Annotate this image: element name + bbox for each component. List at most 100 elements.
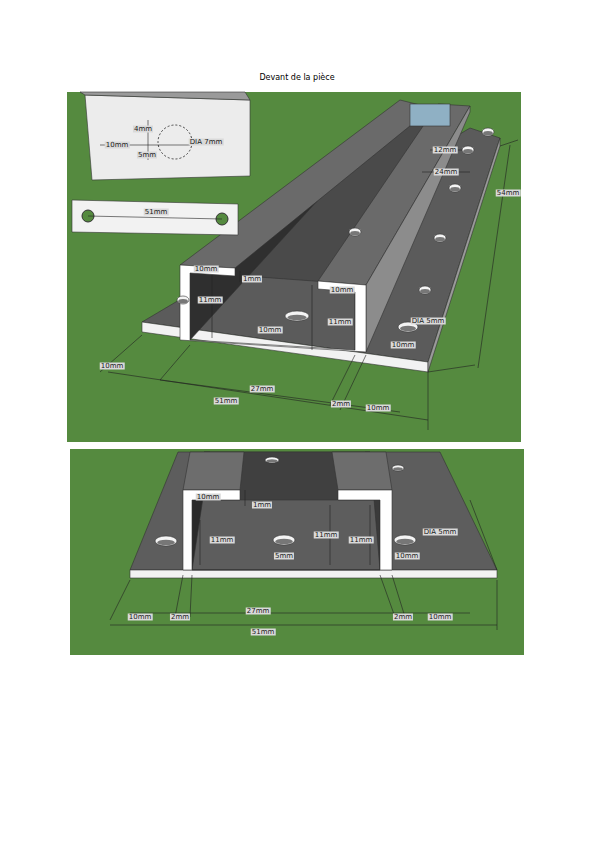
dimension-label: 10mm (391, 342, 416, 349)
mounting-hole (392, 465, 404, 471)
mounting-hole (482, 128, 494, 136)
dimension-line (428, 365, 475, 372)
dimension-label: 10mm (330, 287, 355, 294)
hole-shadow (393, 467, 403, 470)
dimension-label: 10mm (105, 142, 130, 149)
strip-inset (72, 200, 238, 235)
hole-outline (158, 125, 192, 159)
dimension-line (428, 372, 429, 430)
hole-shadow (420, 289, 430, 293)
dimension-label: DIA 7mm (189, 139, 224, 146)
dimension-label: 10mm (100, 363, 125, 370)
dimension-label: 2mm (170, 614, 190, 621)
u-profile-front (183, 490, 392, 570)
dimension-label: 10mm (428, 614, 453, 621)
dimension-line (370, 505, 371, 565)
dimension-label: 10mm (366, 405, 391, 412)
dimension-label: DIA 5mm (411, 318, 446, 325)
dimension-label: 51mm (214, 398, 239, 405)
dimension-line (500, 140, 518, 146)
channel-outer-wall (366, 106, 470, 352)
dimension-label: 51mm (144, 209, 169, 216)
dimension-line (100, 335, 142, 372)
hole-shadow (400, 326, 416, 332)
dimension-line (160, 380, 400, 412)
dimension-line (190, 575, 192, 617)
mounting-hole (155, 536, 177, 546)
dimension-line (88, 216, 222, 219)
mounting-hole (434, 234, 446, 242)
dimension-line (392, 575, 405, 617)
dimension-line (312, 285, 313, 350)
dimension-label: 51mm (251, 629, 276, 636)
dimension-line (212, 275, 213, 338)
mounting-hole (273, 535, 295, 545)
hole-shadow (275, 539, 293, 545)
detail-inset (85, 95, 250, 180)
dimension-line (380, 575, 395, 617)
hole-shadow (483, 131, 493, 135)
dimension-label: 2mm (393, 614, 413, 621)
dimension-line (478, 145, 510, 368)
hole-shadow (157, 540, 175, 546)
dimension-line (160, 345, 190, 380)
mounting-hole (462, 146, 474, 154)
background-panel (67, 92, 521, 442)
dimension-line (175, 575, 183, 617)
dimension-line (470, 500, 497, 570)
dimension-label: 10mm (128, 614, 153, 621)
mounting-hole (419, 286, 431, 294)
page-title: Devant de la pièce (259, 73, 334, 82)
dimension-line (497, 580, 498, 630)
dimension-label: 54mm (496, 190, 521, 197)
dimension-line (108, 372, 428, 420)
mounting-hole (349, 228, 361, 236)
hole-shadow (463, 149, 473, 153)
mounting-hole (265, 457, 279, 463)
dimension-label: 10mm (395, 553, 420, 560)
background-panel (70, 449, 524, 655)
hole-shadow (396, 539, 414, 545)
dimension-line (245, 490, 246, 506)
dimension-label: 10mm (196, 494, 221, 501)
hole-shadow (178, 299, 188, 303)
base-plate-side (428, 138, 500, 372)
base-plate-front (130, 570, 497, 578)
flange-top (183, 452, 244, 490)
dimension-label: 11mm (328, 319, 353, 326)
mounting-hole (394, 535, 416, 545)
dimension-label: 27mm (250, 386, 275, 393)
dimension-label: 27mm (246, 608, 271, 615)
dimension-label: 11mm (210, 537, 235, 544)
dimension-label: 5mm (274, 553, 294, 560)
dimension-label: 1mm (252, 502, 272, 509)
hole-shadow (266, 459, 277, 462)
dimension-label: 24mm (434, 169, 459, 176)
mounting-hole (177, 296, 189, 304)
dimension-line (110, 625, 497, 626)
hole-shadow (287, 315, 306, 321)
dimension-label: 11mm (198, 297, 223, 304)
dimension-label: 5mm (137, 152, 157, 159)
dimension-label: 11mm (314, 532, 339, 539)
detail-inset-top (80, 92, 250, 100)
hole-shadow (350, 231, 360, 235)
flange-top (332, 452, 392, 490)
base-plate-top (130, 452, 497, 570)
dimension-line (200, 520, 201, 565)
dimension-label: 12mm (433, 147, 458, 154)
dimension-label: 10mm (194, 266, 219, 273)
dimension-label: 1mm (242, 276, 262, 283)
hole-shadow (450, 187, 460, 191)
mounting-hole (449, 184, 461, 192)
dimension-label: 11mm (349, 537, 374, 544)
hole-shadow (435, 237, 445, 241)
dimension-line (330, 355, 355, 405)
dimension-line (240, 271, 241, 282)
dimension-label: DIA 5mm (423, 529, 458, 536)
channel-end-face (410, 104, 450, 126)
dimension-label: 2mm (331, 401, 351, 408)
dimension-label: 4mm (133, 126, 153, 133)
